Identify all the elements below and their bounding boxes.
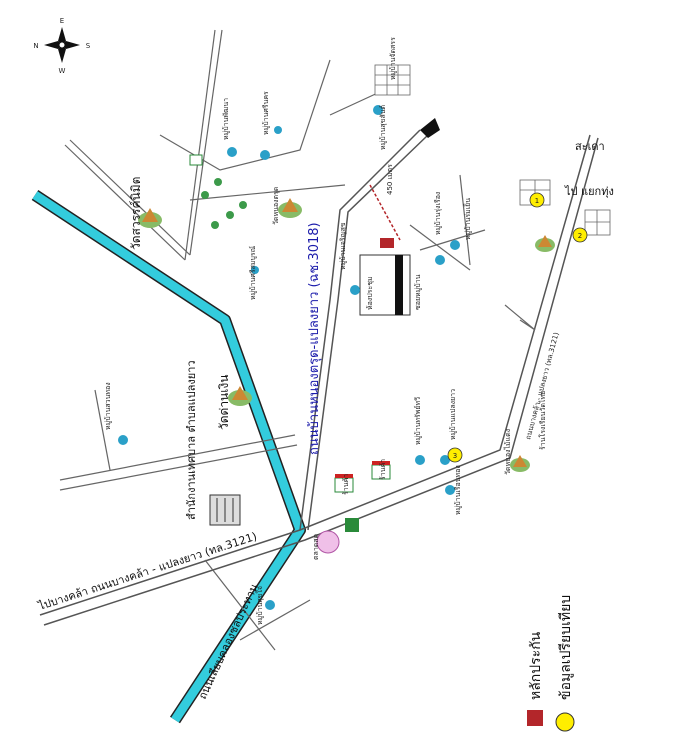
school-label: ร้านโรงเรียนวัดไทย <box>538 391 547 450</box>
village-2-label: หมู่บ้านพัฒนา <box>222 98 230 140</box>
shop2-label: ร้านค้า <box>379 459 387 480</box>
compass-w: W <box>59 67 66 75</box>
canal-road-label: ถนนเลียบคลองชลประทาน <box>196 581 261 701</box>
compass-n: N <box>33 42 38 50</box>
distance-label: 450 เมตร <box>386 164 394 195</box>
office-building-icon <box>209 494 241 526</box>
comparison-3-label: 3 <box>453 452 457 460</box>
main-road-label: ถนนบ้านหนองตรุด-แปลงยาว (ฉช.3018) <box>307 222 322 455</box>
village-9-label: หมู่บ้านทรัพย์ทวี <box>414 397 422 445</box>
village-10-label: หมู่บ้านแปลงยาว <box>449 389 457 440</box>
shop-icon <box>189 154 391 532</box>
legend-marker-swatch <box>527 710 543 726</box>
to-sadao-label: สะเดา <box>575 140 605 153</box>
legend-circle-swatch <box>555 712 575 732</box>
wat-suan-label: วัดสวรรค์นิมิต <box>129 177 143 250</box>
compass-rose-icon: E N S W <box>33 17 90 75</box>
legend-circle-label: ข้อมูลเปรียบเทียบ <box>558 595 574 700</box>
soi-label: ซอยหมู่บ้าน <box>414 274 422 310</box>
legend-marker-label: หลักประกัน <box>528 631 544 700</box>
village-3-label: หมู่บ้านศรีนคร <box>262 91 270 135</box>
village-6-label: หมู่บ้านรุ่งเรือง <box>434 192 442 235</box>
village-8-label: หมู่บ้านสุขสันต์ <box>379 104 387 150</box>
highway <box>39 134 599 626</box>
main-road <box>299 129 429 531</box>
tree-cluster-icon <box>201 178 247 229</box>
wat-right-label: วัดหนองไม้แดง <box>503 429 512 475</box>
arrow-icon <box>420 118 440 138</box>
market-icon <box>316 530 340 554</box>
comparison-2-label: 2 <box>578 232 582 240</box>
village-12-label: หมู่บ้านสุขใจ <box>255 586 264 625</box>
to-intersection-label: ไป แยกทุ่ง <box>564 185 614 198</box>
village-icon <box>118 105 460 610</box>
secondary-roads <box>59 29 536 651</box>
comparison-markers: 1 2 3 <box>447 192 588 463</box>
building-wall <box>395 255 403 315</box>
temple-icon <box>138 198 555 472</box>
village-5-label: หมู่บ้านเจริญสุข <box>339 222 347 270</box>
compass-s: S <box>86 42 91 50</box>
hall-label: ห้องประชุม <box>366 276 374 310</box>
collateral-marker-icon <box>380 238 394 248</box>
highway-label: ไปบางคล้า ถนนบางคล้า - แปลงยาว (ทล.3121) <box>36 530 259 613</box>
compass-e: E <box>60 17 64 25</box>
estate-block-right-2 <box>584 209 611 236</box>
estate-label: หมู่บ้านจัดสรร <box>389 37 397 80</box>
canal <box>31 189 306 724</box>
estate-block-top <box>374 64 411 96</box>
office-label: สำนักงานเทศบาล ตำบลแปลงยาว <box>185 360 198 520</box>
village-4-label: หมู่บ้านศรีสมบูรณ์ <box>249 245 257 300</box>
legend: หลักประกัน ข้อมูลเปรียบเทียบ <box>527 595 575 732</box>
access-road <box>369 118 440 241</box>
shop1-label: ร้านค้า <box>342 474 350 495</box>
wat-top-label: วัดหนองตรุด <box>272 187 280 225</box>
village-7-label: หมู่บ้านร่มเย็น <box>463 198 472 240</box>
wat-dan-label: วัดด่านเงิน <box>217 375 231 430</box>
village-11-label: หมู่บ้านเรือนทอง <box>454 465 462 515</box>
comparison-1-label: 1 <box>535 197 539 205</box>
market-label: ตลาดสด <box>312 534 320 560</box>
village-1-label: หมู่บ้านสวนทอง <box>104 382 112 430</box>
